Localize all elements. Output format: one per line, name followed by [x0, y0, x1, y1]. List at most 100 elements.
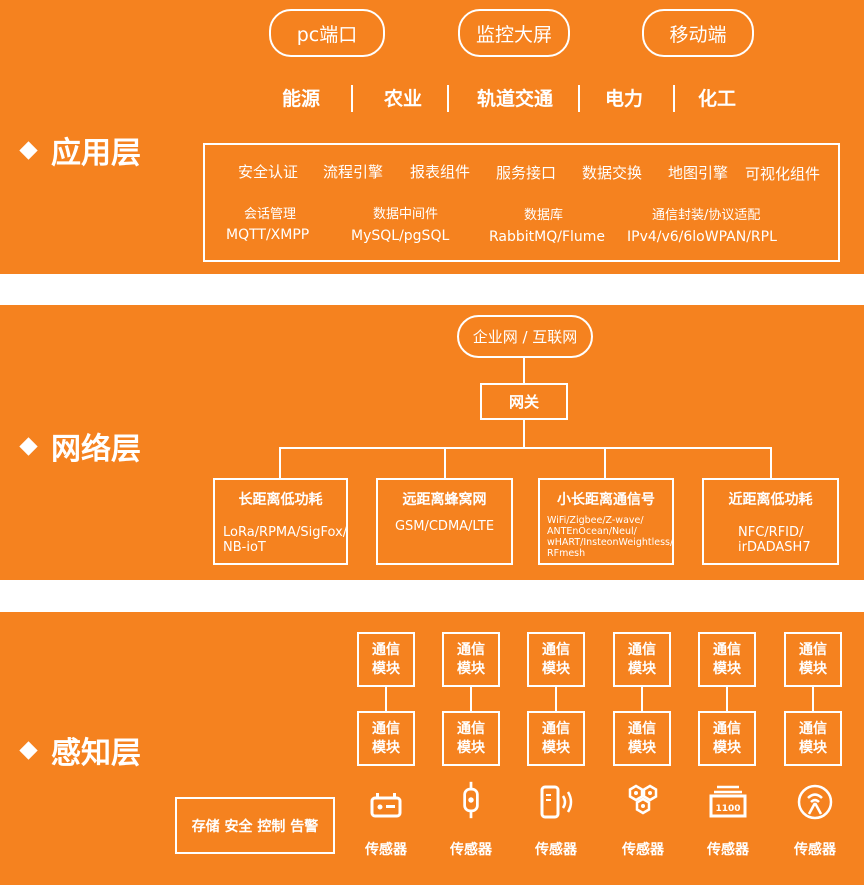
middleware-value-database: RabbitMQ/Flume	[489, 229, 606, 245]
sensor-label: 传感器	[794, 842, 836, 858]
branch-title: 长距离低功耗	[238, 492, 323, 508]
industry-power: 电力	[605, 88, 644, 110]
comm-module: 通信 模块	[527, 632, 585, 687]
comm-module: 通信 模块	[613, 711, 671, 766]
comm-module: 通信 模块	[527, 711, 585, 766]
sensor-label: 传感器	[622, 842, 664, 858]
branch-title: 远距离蜂窝网	[402, 492, 487, 508]
perception-layer-band	[0, 612, 864, 885]
comm-module: 通信 模块	[784, 632, 842, 687]
middleware-value-protocol: IPv4/v6/6loWPAN/RPL	[627, 229, 777, 245]
application-layer-label: 应用层	[51, 136, 141, 171]
internet-node: 企业网 / 互联网	[457, 315, 593, 358]
component-security-auth: 安全认证	[238, 163, 299, 181]
client-monitor-screen: 监控大屏	[458, 9, 570, 57]
comm-module: 通信 模块	[442, 711, 500, 766]
sensor-label: 传感器	[450, 842, 492, 858]
perception-layer-label: 感知层	[51, 736, 141, 771]
comm-module: 通信 模块	[784, 711, 842, 766]
middleware-value-session: MQTT/XMPP	[226, 227, 310, 243]
industry-energy: 能源	[282, 88, 321, 110]
gateway-node: 网关	[480, 383, 568, 420]
network-branch-long-range-lowpower: 长距离低功耗 LoRa/RPMA/SigFox/ NB-ioT	[213, 478, 348, 565]
middleware-label-data: 数据中间件	[373, 207, 439, 222]
middleware-label-session: 会话管理	[244, 207, 297, 222]
application-components-box	[203, 143, 840, 262]
branch-protocols: WiFi/Zigbee/Z-wave/ ANTEnOcean/Neul/ wHA…	[540, 515, 674, 559]
industry-chemical: 化工	[698, 88, 737, 110]
connector-line	[523, 358, 525, 383]
component-workflow-engine: 流程引擎	[323, 163, 384, 181]
application-layer-title: 应用层	[19, 128, 141, 172]
middleware-label-protocol: 通信封装/协议适配	[652, 208, 761, 223]
industry-divider	[673, 85, 675, 112]
radio-sensor-icon	[370, 793, 402, 818]
protocol-line: irDADASH7	[738, 540, 811, 555]
probe-sensor-icon	[463, 781, 479, 819]
comm-module: 通信 模块	[357, 711, 415, 766]
protocol-line: GSM/CDMA/LTE	[394, 519, 495, 534]
diamond-bullet-icon	[19, 740, 38, 760]
connector-line	[604, 447, 606, 478]
hexagon-sensor-icon	[628, 784, 658, 815]
comm-module: 通信 模块	[357, 632, 415, 687]
component-data-exchange: 数据交换	[582, 164, 643, 182]
branch-protocols: GSM/CDMA/LTE	[378, 519, 511, 534]
component-map-engine: 地图引擎	[668, 164, 729, 182]
storage-security-control-alarm-box: 存储 安全 控制 告警	[175, 797, 335, 854]
comm-module: 通信 模块	[442, 632, 500, 687]
component-service-api: 服务接口	[496, 164, 557, 182]
industry-divider	[447, 85, 449, 112]
branch-protocols: LoRa/RPMA/SigFox/ NB-ioT	[215, 525, 348, 555]
component-report: 报表组件	[410, 163, 471, 181]
industry-divider	[351, 85, 353, 112]
perception-layer-title: 感知层	[19, 728, 141, 772]
meter-sensor-icon: 1100	[709, 785, 747, 818]
connector-line	[279, 447, 281, 478]
connector-line	[523, 420, 525, 448]
diamond-bullet-icon	[19, 436, 38, 456]
client-mobile: 移动端	[642, 9, 754, 57]
industry-agriculture: 农业	[384, 88, 423, 110]
connector-line	[812, 687, 814, 711]
comm-module: 通信 模块	[698, 632, 756, 687]
connector-line	[726, 687, 728, 711]
branch-title: 小长距离通信号	[557, 492, 655, 508]
connector-line	[444, 447, 446, 478]
industry-rail-transit: 轨道交通	[477, 88, 554, 110]
connector-line	[770, 447, 772, 478]
connector-line	[555, 687, 557, 711]
connector-line	[470, 687, 472, 711]
protocol-line: WiFi/Zigbee/Z-wave/	[547, 515, 644, 526]
sensor-label: 传感器	[707, 842, 749, 858]
branch-protocols: NFC/RFID/ irDADASH7	[704, 525, 837, 555]
protocol-line: LoRa/RPMA/SigFox/	[223, 525, 348, 540]
connector-line	[279, 447, 772, 449]
network-branch-near-field: 近距离低功耗 NFC/RFID/ irDADASH7	[702, 478, 839, 565]
wireless-sensor-icon	[797, 784, 833, 820]
protocol-line: ANTEnOcean/Neul/	[547, 526, 637, 537]
protocol-line: wHART/InsteonWeightless/	[547, 537, 674, 548]
connector-line	[641, 687, 643, 711]
comm-module: 通信 模块	[698, 711, 756, 766]
protocol-line: NB-ioT	[223, 540, 266, 555]
protocol-line: NFC/RFID/	[738, 525, 804, 540]
svg-text:1100: 1100	[715, 804, 740, 814]
phone-signal-sensor-icon	[540, 785, 573, 819]
sensor-label: 传感器	[365, 842, 407, 858]
diamond-bullet-icon	[19, 140, 38, 160]
component-visualization: 可视化组件	[745, 165, 821, 183]
comm-module: 通信 模块	[613, 632, 671, 687]
middleware-label-database: 数据库	[524, 208, 564, 223]
protocol-line: RFmesh	[547, 548, 586, 559]
middleware-value-data: MySQL/pgSQL	[351, 228, 450, 244]
application-layer-band	[0, 0, 864, 274]
industry-divider	[578, 85, 580, 112]
branch-title: 近距离低功耗	[728, 492, 813, 508]
network-layer-label: 网络层	[51, 432, 141, 467]
network-layer-title: 网络层	[19, 424, 141, 468]
network-branch-cellular: 远距离蜂窝网 GSM/CDMA/LTE	[376, 478, 513, 565]
network-branch-short-range: 小长距离通信号 WiFi/Zigbee/Z-wave/ ANTEnOcean/N…	[538, 478, 674, 565]
sensor-label: 传感器	[535, 842, 577, 858]
client-pc: pc端口	[269, 9, 385, 57]
